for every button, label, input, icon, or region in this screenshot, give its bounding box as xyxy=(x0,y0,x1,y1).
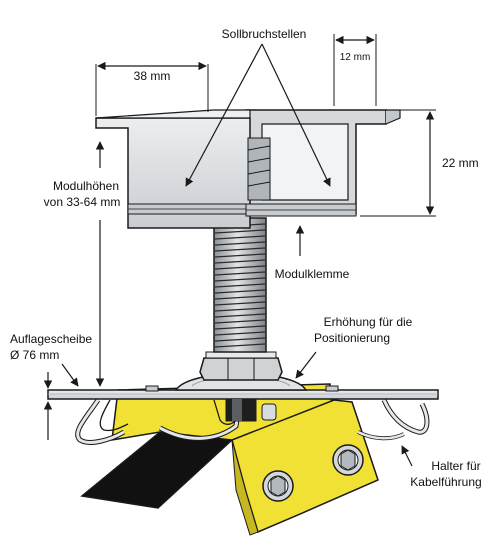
bolt-thread xyxy=(214,319,266,324)
label-washer-2: Ø 76 mm xyxy=(10,348,59,362)
dimension-12mm xyxy=(333,34,377,106)
leader-break-points xyxy=(185,43,331,187)
bolt-thread xyxy=(214,235,266,240)
bolt-thread xyxy=(214,343,266,348)
bracket-bolt-left xyxy=(262,470,294,502)
bolt-thread xyxy=(214,307,266,312)
bolt-thread xyxy=(214,265,266,270)
bolt-thread xyxy=(214,283,266,288)
bolt-thread xyxy=(214,301,266,306)
leader-washer xyxy=(43,363,79,440)
leader-elevation xyxy=(295,351,317,379)
label-cable-holder-1: Halter für xyxy=(431,459,480,473)
label-break-points: Sollbruchstellen xyxy=(222,27,307,41)
bolt-thread xyxy=(214,325,266,330)
bolt-thread xyxy=(214,295,266,300)
bracket-bolt-right xyxy=(332,444,364,476)
leader-cable-holder xyxy=(401,445,413,467)
threaded-bolt xyxy=(213,217,267,353)
dimension-38mm xyxy=(95,61,209,116)
lower-bolt-stub xyxy=(225,398,277,422)
bolt-thread xyxy=(214,271,266,276)
bolt-thread xyxy=(214,253,266,258)
label-module-clamp: Modulklemme xyxy=(275,267,350,281)
label-width-12mm: 12 mm xyxy=(340,52,371,63)
hex-nut xyxy=(199,351,283,381)
module-clamp xyxy=(95,109,401,229)
bolt-thread xyxy=(214,241,266,246)
bolt-thread xyxy=(214,331,266,336)
bolt-thread xyxy=(214,277,266,282)
bolt-thread xyxy=(214,259,266,264)
label-module-heights-1: Modulhöhen xyxy=(53,179,119,193)
bolt-thread xyxy=(214,289,266,294)
bolt-thread xyxy=(214,313,266,318)
bolt-thread xyxy=(214,247,266,252)
bolt-thread xyxy=(214,229,266,234)
label-washer-1: Auflagescheibe xyxy=(10,332,92,346)
label-width-38mm: 38 mm xyxy=(134,69,171,83)
label-module-heights-2: von 33-64 mm xyxy=(44,195,121,209)
label-height-22mm: 22 mm xyxy=(442,156,479,170)
dimension-22mm xyxy=(360,109,436,217)
label-elevation-1: Erhöhung für die xyxy=(324,315,413,329)
cable-holder-left xyxy=(75,398,129,445)
label-cable-holder-2: Kabelführung xyxy=(410,475,481,489)
cable-holder-right xyxy=(357,398,430,441)
bolt-thread xyxy=(214,337,266,342)
label-elevation-2: Positionierung xyxy=(314,331,390,345)
